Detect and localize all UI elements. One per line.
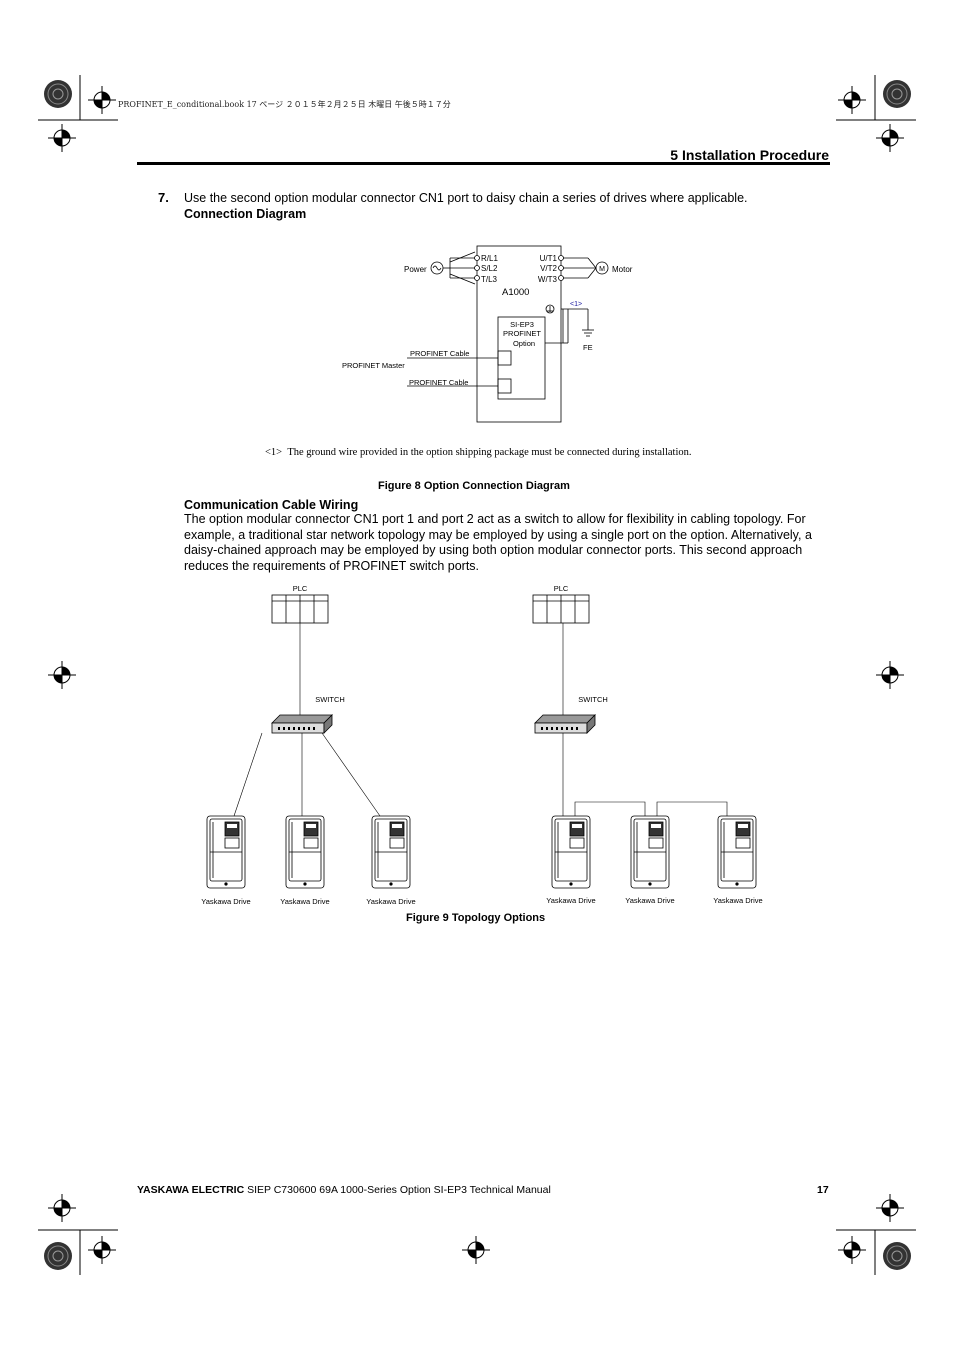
figure9-caption: Figure 9 Topology Options (406, 912, 546, 924)
crosshair-icon (461, 1235, 491, 1265)
motor-symbol: M (599, 266, 605, 273)
note-marker: <1> (570, 301, 582, 308)
terminal-vt2: V/T2 (540, 264, 557, 273)
plc-icon (271, 594, 329, 624)
crosshair-icon (875, 1193, 905, 1223)
registration-target-icon (882, 79, 912, 109)
drive-label-left-3: Yaskawa Drive (366, 897, 415, 906)
drive-icon (630, 815, 670, 889)
terminal-wt3: W/T3 (538, 275, 558, 284)
plc-label-left: PLC (293, 584, 308, 593)
switch-label-right: SWITCH (578, 695, 608, 704)
crosshair-icon (875, 123, 905, 153)
footnote-marker: <1> (265, 447, 283, 458)
crosshair-icon (47, 660, 77, 690)
drive-box (476, 245, 562, 423)
drive-icon (206, 815, 246, 889)
motor-label: Motor (612, 265, 633, 274)
step-text: Use the second option modular connector … (184, 191, 748, 205)
fe-label: FE (583, 343, 593, 352)
plc-icon (532, 594, 590, 624)
plc-label-right: PLC (554, 584, 569, 593)
footer-brand: YASKAWA ELECTRIC (137, 1184, 245, 1196)
crosshair-icon (87, 1235, 117, 1265)
crosshair-icon (837, 85, 867, 115)
crosshair-icon (87, 85, 117, 115)
terminal-sl2: S/L2 (481, 264, 498, 273)
topology-diagram: PLC SWITCH Yaskawa Drive Yaskawa Drive Y… (201, 584, 762, 906)
footnote-text: The ground wire provided in the option s… (287, 447, 692, 458)
master-label: PROFINET Master (342, 361, 405, 370)
crosshair-icon (47, 123, 77, 153)
drive-icon (285, 815, 325, 889)
crosshair-icon (875, 660, 905, 690)
drive-label-right-3: Yaskawa Drive (713, 896, 762, 905)
figure8-caption: Figure 8 Option Connection Diagram (378, 480, 570, 492)
section-rule (137, 162, 830, 165)
switch-label-left: SWITCH (315, 695, 345, 704)
registration-target-icon (882, 1241, 912, 1271)
motor-icon (595, 261, 609, 275)
drive-label-left-1: Yaskawa Drive (201, 897, 250, 906)
registration-target-icon (43, 79, 73, 109)
footnote: <1> The ground wire provided in the opti… (265, 447, 705, 459)
terminal-tl3: T/L3 (481, 275, 498, 284)
connection-diagram-heading: Connection Diagram (184, 207, 307, 221)
crosshair-icon (837, 1235, 867, 1265)
switch-icon (271, 714, 333, 734)
terminal-ut1: U/T1 (540, 254, 558, 263)
drive-label-left-2: Yaskawa Drive (280, 897, 329, 906)
section-title: 5 Installation Procedure (670, 147, 829, 163)
comm-wiring-body: The option modular connector CN1 port 1 … (184, 512, 812, 574)
option-line-1: SI-EP3 (510, 320, 534, 329)
registration-target-icon (43, 1241, 73, 1271)
print-header-line: PROFINET_E_conditional.book 17 ページ ２０１５年… (118, 100, 451, 109)
drive-label-right-2: Yaskawa Drive (625, 896, 674, 905)
page-number: 17 (817, 1184, 829, 1196)
crosshair-icon (47, 1193, 77, 1223)
cable-label-bottom: PROFINET Cable (409, 378, 468, 387)
drive-model-label: A1000 (502, 287, 529, 298)
option-line-2: PROFINET (503, 329, 541, 338)
connection-diagram: R/L1 S/L2 T/L3 U/T1 V/T2 W/T3 Power Moto… (342, 245, 633, 423)
footer-doc: SIEP C730600 69A 1000-Series Option SI-E… (244, 1184, 551, 1196)
drive-icon (717, 815, 757, 889)
drive-icon (551, 815, 591, 889)
power-label: Power (404, 265, 427, 274)
option-line-3: Option (513, 339, 535, 348)
drive-icon (371, 815, 411, 889)
terminal-rl1: R/L1 (481, 254, 498, 263)
drive-label-right-1: Yaskawa Drive (546, 896, 595, 905)
step-number: 7. (158, 190, 169, 205)
comm-wiring-heading: Communication Cable Wiring (184, 498, 359, 512)
footer-doc-title: YASKAWA ELECTRIC SIEP C730600 69A 1000-S… (137, 1184, 551, 1196)
ground-terminal-icon (545, 304, 555, 314)
cable-label-top: PROFINET Cable (410, 349, 469, 358)
switch-icon (534, 714, 596, 734)
